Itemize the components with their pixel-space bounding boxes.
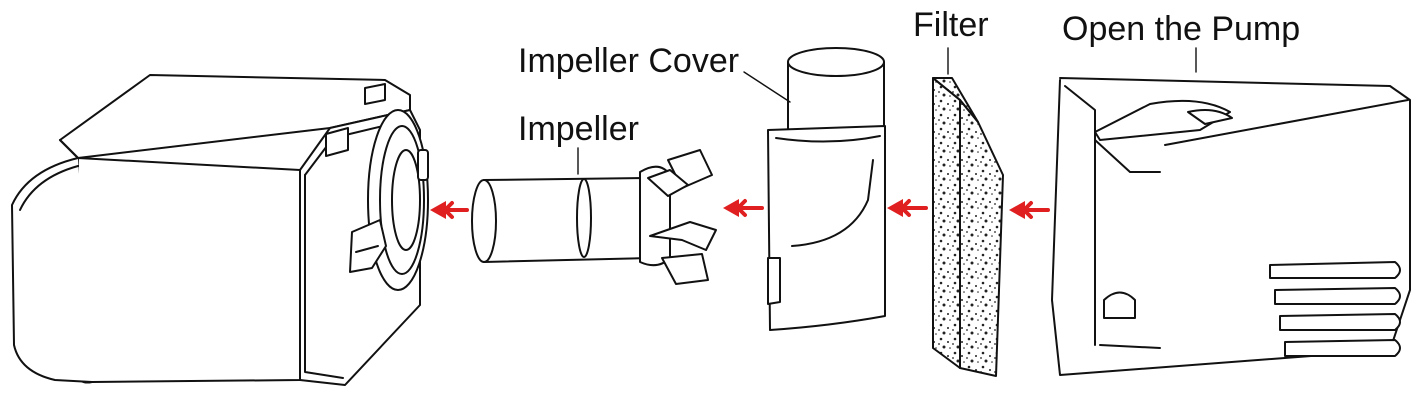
arrow-to-filter: [1022, 201, 1050, 219]
filter-label: Filter: [913, 6, 989, 44]
open-pump-label: Open the Pump: [1062, 10, 1300, 48]
arrow-to-impeller-cover: [900, 199, 928, 217]
direction-arrows: [443, 199, 1050, 219]
filter-foam-part: [932, 77, 1004, 377]
arrowhead-impeller: [723, 199, 739, 217]
pump-body: [11, 74, 429, 386]
pump-cover-part: [1051, 77, 1411, 376]
impeller-cover-leader-line: [743, 71, 791, 103]
impeller-part: [471, 149, 717, 285]
arrow-to-impeller: [736, 199, 764, 217]
arrowhead-filter: [1009, 201, 1025, 219]
arrowhead-pump-body: [430, 201, 446, 219]
arrowhead-impeller-cover: [887, 199, 903, 217]
impeller-cover-label: Impeller Cover: [518, 42, 739, 80]
impeller-cover-part: [767, 47, 886, 331]
impeller-label: Impeller: [518, 110, 639, 148]
arrow-to-pump-body: [443, 201, 469, 219]
